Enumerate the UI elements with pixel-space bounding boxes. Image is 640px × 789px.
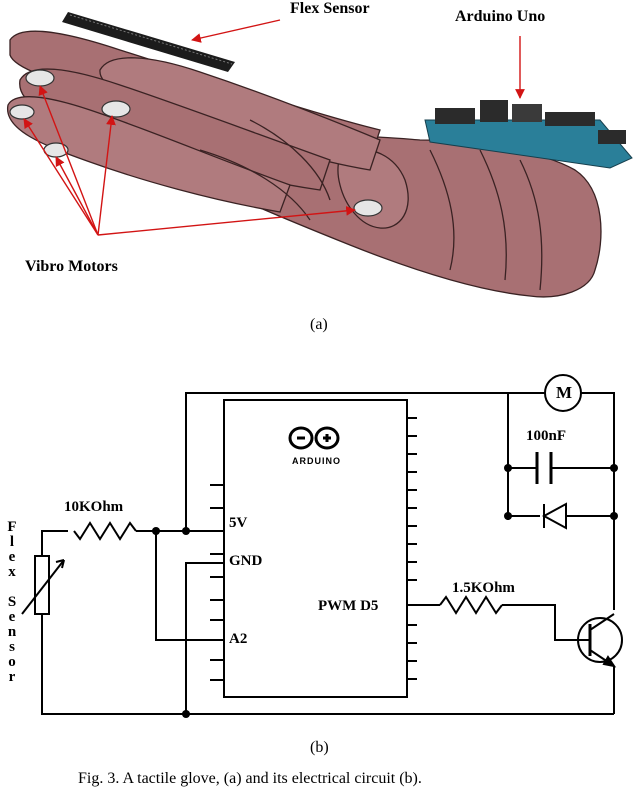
subcaption-a: (a) (310, 316, 328, 333)
flex-sensor-vertical-label: F l e x S e n s o r (7, 519, 17, 685)
label-100nf: 100nF (526, 428, 567, 444)
resistor-1-5k (439, 595, 503, 615)
label-gnd: GND (229, 553, 263, 569)
wire-5v-top-rail (185, 392, 545, 531)
arduino-uno-label: Arduino Uno (455, 8, 546, 25)
flex-sensor-label: Flex Sensor (290, 0, 370, 17)
transistor (577, 617, 623, 663)
wire-gnd (185, 562, 224, 714)
arduino-left-pins (210, 484, 224, 681)
label-pwm-d5: PWM D5 (318, 598, 379, 614)
arduino-logo-icon (288, 426, 340, 450)
glove-body (7, 30, 602, 298)
subcaption-b: (b) (310, 739, 329, 756)
flex-sensor-strip (62, 12, 235, 72)
glove-illustration (7, 12, 633, 298)
flex-sensor-symbol (34, 555, 50, 615)
label-motor-m: M (556, 383, 573, 402)
resistor-10k (73, 521, 137, 541)
junction-dots (152, 464, 618, 718)
arduino-logo-text: ARDUINO (292, 456, 341, 466)
wire-a2 (155, 531, 224, 641)
wire-motor-right (581, 392, 615, 520)
vibro-motors-label: Vibro Motors (25, 258, 118, 275)
label-a2: A2 (229, 631, 248, 647)
label-1-5kohm: 1.5KOhm (452, 580, 515, 596)
arduino-right-pins (407, 417, 417, 680)
label-10kohm: 10KOhm (64, 499, 124, 515)
figure-caption: Fig. 3. A tactile glove, (a) and its ele… (78, 770, 422, 787)
annotation-arrows (23, 19, 525, 236)
label-5v: 5V (229, 515, 248, 531)
arduino-board-3d (424, 100, 633, 169)
arduino-block (223, 399, 408, 698)
